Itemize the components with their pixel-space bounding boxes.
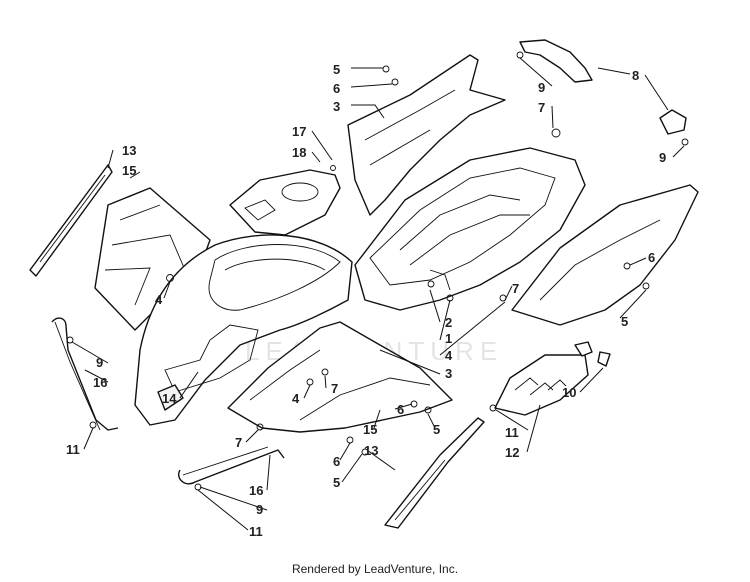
callout-6: 6 bbox=[397, 402, 404, 417]
callout-labels: 5 6 3 9 7 8 9 13 15 17 18 6 5 7 2 1 4 3 … bbox=[66, 62, 666, 539]
callout-1: 1 bbox=[445, 331, 452, 346]
callout-5: 5 bbox=[333, 62, 340, 77]
callout-15: 15 bbox=[122, 163, 136, 178]
callout-8: 8 bbox=[632, 68, 639, 83]
callout-17: 17 bbox=[292, 124, 306, 139]
rear-bracket[interactable] bbox=[519, 39, 687, 135]
callout-15: 15 bbox=[363, 422, 377, 437]
callout-7: 7 bbox=[538, 100, 545, 115]
callout-9: 9 bbox=[659, 150, 666, 165]
lower-side-panel[interactable] bbox=[227, 321, 453, 433]
callout-6: 6 bbox=[333, 454, 340, 469]
rear-fender-right[interactable] bbox=[511, 184, 699, 326]
callout-14: 14 bbox=[162, 391, 177, 406]
callout-11: 11 bbox=[66, 442, 80, 457]
callout-12: 12 bbox=[505, 445, 519, 460]
callout-9: 9 bbox=[538, 80, 545, 95]
front-storage-tray[interactable] bbox=[229, 169, 341, 236]
callout-7: 7 bbox=[331, 381, 338, 396]
callout-4: 4 bbox=[155, 292, 163, 307]
callout-9: 9 bbox=[96, 355, 103, 370]
callout-10: 10 bbox=[562, 385, 576, 400]
callout-5: 5 bbox=[433, 422, 440, 437]
callout-6: 6 bbox=[333, 81, 340, 96]
footwell-trim-strip[interactable] bbox=[384, 417, 485, 529]
lower-handle-rod[interactable] bbox=[178, 446, 285, 485]
callout-9: 9 bbox=[256, 502, 263, 517]
callout-3: 3 bbox=[445, 366, 452, 381]
callout-16: 16 bbox=[93, 375, 107, 390]
callout-4: 4 bbox=[292, 391, 300, 406]
callout-11: 11 bbox=[249, 524, 263, 539]
callout-5: 5 bbox=[333, 475, 340, 490]
footer-credit: Rendered by LeadVenture, Inc. bbox=[291, 562, 459, 576]
leader-lines bbox=[71, 57, 685, 531]
callout-2: 2 bbox=[445, 315, 452, 330]
callout-7: 7 bbox=[235, 435, 242, 450]
rear-vent-cover[interactable] bbox=[494, 341, 611, 416]
rear-body-storage[interactable] bbox=[354, 147, 586, 311]
callout-11: 11 bbox=[505, 425, 519, 440]
callout-13: 13 bbox=[364, 443, 378, 458]
rear-cover-panel[interactable] bbox=[347, 54, 506, 216]
callout-5: 5 bbox=[621, 314, 628, 329]
callout-18: 18 bbox=[292, 145, 306, 160]
side-handle-rod[interactable] bbox=[51, 317, 119, 431]
callout-13: 13 bbox=[122, 143, 136, 158]
callout-16: 16 bbox=[249, 483, 263, 498]
callout-4: 4 bbox=[445, 348, 453, 363]
callout-6: 6 bbox=[648, 250, 655, 265]
front-fender-body[interactable] bbox=[134, 234, 353, 426]
callout-3: 3 bbox=[333, 99, 340, 114]
callout-7: 7 bbox=[512, 281, 519, 296]
